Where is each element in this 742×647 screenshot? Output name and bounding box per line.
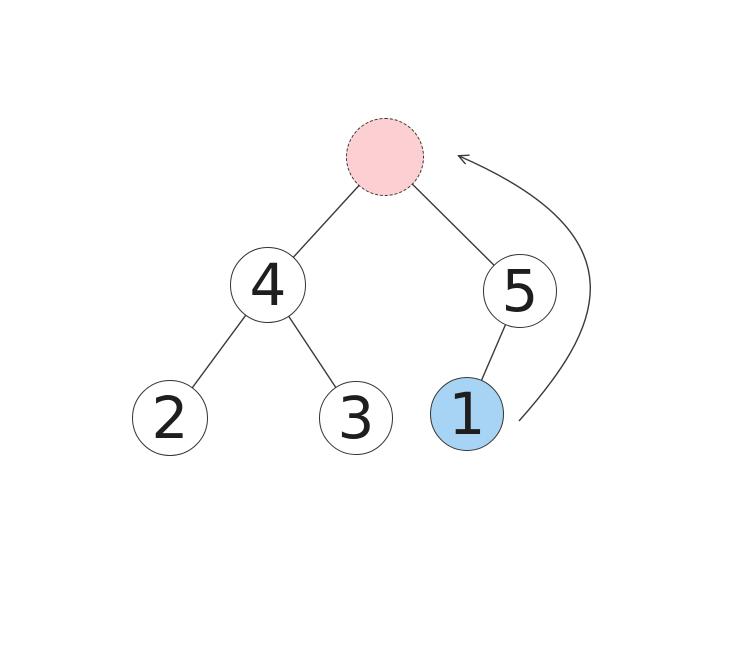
tree-node-4: 4 — [230, 247, 306, 323]
tree-node-5: 5 — [483, 254, 557, 328]
curved-arrow — [459, 156, 591, 422]
tree-node-3: 3 — [319, 381, 393, 455]
tree-node-2: 2 — [132, 380, 208, 456]
tree-node-1: 1 — [430, 377, 504, 451]
tree-node-root — [346, 118, 424, 196]
